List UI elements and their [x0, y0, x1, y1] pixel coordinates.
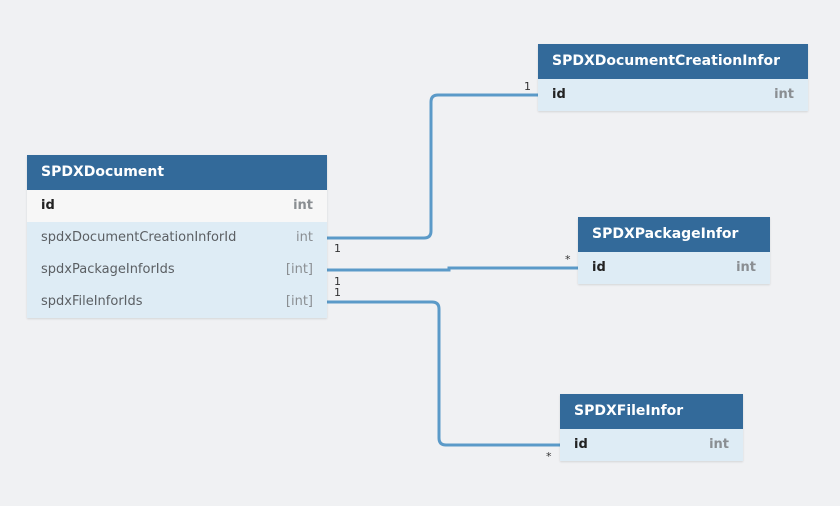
cardinality-package-target: *: [565, 253, 571, 266]
field-name: id: [552, 87, 566, 102]
relationship-line-creation[interactable]: [327, 93, 538, 240]
field-row-id[interactable]: id int: [560, 429, 743, 461]
field-type: [int]: [285, 294, 313, 309]
entity-title: SPDXDocument: [27, 155, 327, 190]
field-name: id: [574, 437, 588, 452]
entity-title: SPDXPackageInfor: [578, 217, 770, 252]
field-type: int: [736, 260, 756, 275]
field-row-id[interactable]: id int: [538, 79, 808, 111]
cardinality-file-source: 1: [334, 286, 341, 299]
field-type: int: [774, 87, 794, 102]
field-type: int: [293, 198, 313, 213]
field-row-spdx-package-infor-ids[interactable]: spdxPackageInforIds [int]: [27, 254, 327, 286]
entity-spdx-document-creation-infor[interactable]: SPDXDocumentCreationInfor id int: [538, 44, 808, 111]
field-name: id: [41, 198, 55, 213]
field-type: int: [296, 230, 313, 245]
field-row-id[interactable]: id int: [27, 190, 327, 222]
field-name: spdxFileInforIds: [41, 294, 143, 309]
cardinality-creation-target: 1: [524, 80, 531, 93]
field-type: int: [709, 437, 729, 452]
relationship-line-package[interactable]: [327, 266, 578, 272]
entity-spdx-file-infor[interactable]: SPDXFileInfor id int: [560, 394, 743, 461]
relationship-line-file[interactable]: [327, 300, 560, 447]
cardinality-creation-source: 1: [334, 242, 341, 255]
cardinality-file-target: *: [546, 450, 552, 463]
field-type: [int]: [285, 262, 313, 277]
field-row-spdx-file-infor-ids[interactable]: spdxFileInforIds [int]: [27, 286, 327, 318]
entity-title: SPDXFileInfor: [560, 394, 743, 429]
entity-spdx-document[interactable]: SPDXDocument id int spdxDocumentCreation…: [27, 155, 327, 318]
entity-title: SPDXDocumentCreationInfor: [538, 44, 808, 79]
field-row-spdx-document-creation-infor-id[interactable]: spdxDocumentCreationInforId int: [27, 222, 327, 254]
cardinality-package-source: 1: [334, 275, 341, 288]
field-name: id: [592, 260, 606, 275]
entity-spdx-package-infor[interactable]: SPDXPackageInfor id int: [578, 217, 770, 284]
field-name: spdxPackageInforIds: [41, 262, 175, 277]
field-row-id[interactable]: id int: [578, 252, 770, 284]
field-name: spdxDocumentCreationInforId: [41, 230, 237, 245]
